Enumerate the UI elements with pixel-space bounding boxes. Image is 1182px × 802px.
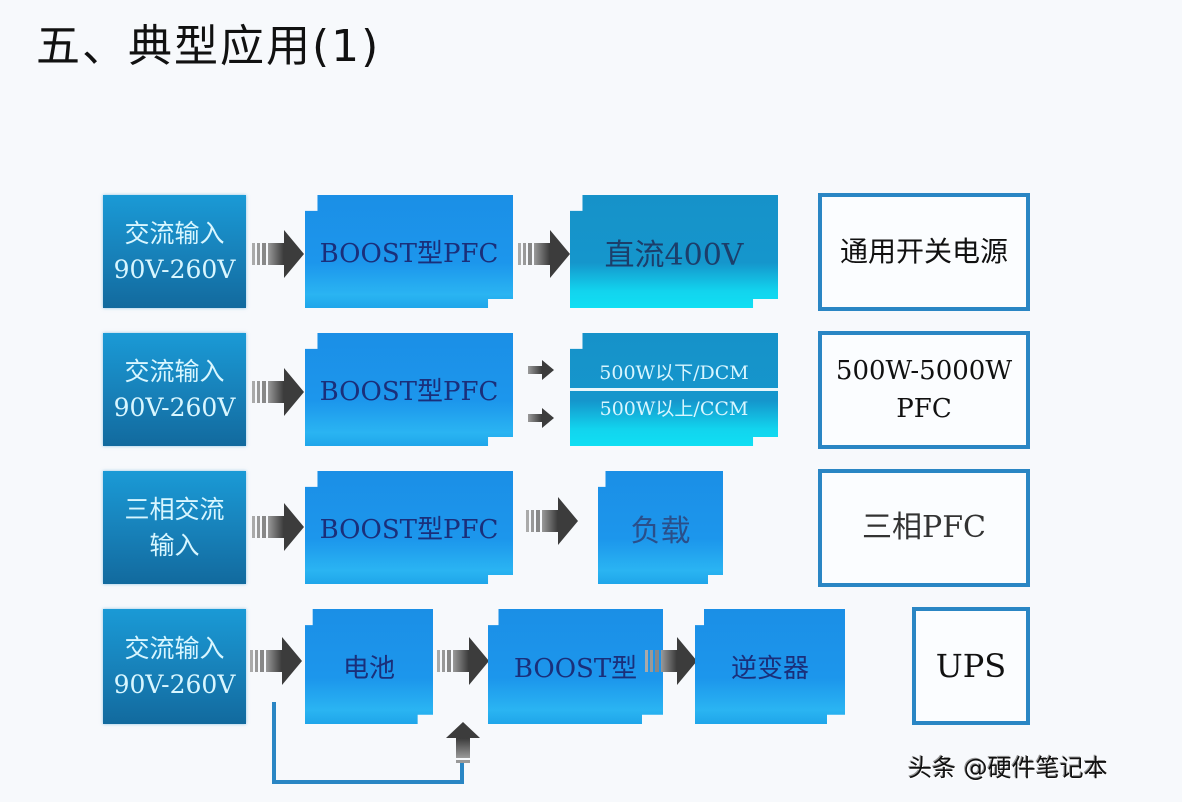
row4-battery-box: 电池	[305, 609, 433, 724]
right-arrow-icon	[252, 503, 304, 551]
row3-input-line2: 输入	[149, 530, 200, 560]
row3-boost-pfc-box: BOOST型PFC	[305, 471, 513, 584]
row1-boost-pfc-box: BOOST型PFC	[305, 195, 513, 308]
row2-mode-box: 500W以下/DCM 500W以上/CCM	[570, 333, 778, 446]
row1-input-line2: 90V-260V	[113, 254, 236, 284]
mode-divider	[570, 388, 778, 391]
row4-application-box: UPS	[912, 607, 1030, 725]
up-arrow-icon	[446, 722, 480, 763]
row2-application-box: 500W-5000W PFC	[818, 331, 1030, 449]
row2-input-box: 交流输入 90V-260V	[103, 333, 246, 446]
row4-output-label: 逆变器	[730, 654, 809, 684]
right-arrow-icon	[518, 230, 570, 278]
row4-boost-box: BOOST型	[488, 609, 663, 724]
mode-ccm: 500W以上/CCM	[570, 391, 778, 446]
small-right-arrow-icon	[528, 360, 554, 380]
row3-load-box: 负载	[598, 471, 723, 584]
mode-dcm: 500W以下/DCM	[570, 333, 778, 388]
row3-application-box: 三相PFC	[818, 469, 1030, 587]
right-arrow-icon	[437, 637, 489, 685]
row4-application-label: UPS	[935, 647, 1007, 685]
right-arrow-icon	[645, 637, 697, 685]
row2-application-line1: 500W-5000W	[835, 356, 1013, 386]
right-arrow-icon	[252, 368, 304, 416]
row2-input-line2: 90V-260V	[113, 392, 236, 422]
row4-battery-label: 电池	[342, 654, 395, 684]
row4-inverter-box: 逆变器	[695, 609, 845, 724]
row4-process-label: BOOST型	[513, 654, 638, 684]
row1-application-label: 通用开关电源	[839, 235, 1008, 268]
row3-output-label: 负载	[630, 513, 691, 549]
bypass-line	[272, 702, 464, 784]
row1-dc400v-box: 直流400V	[570, 195, 778, 308]
right-arrow-icon	[250, 637, 302, 685]
right-arrow-icon	[526, 497, 578, 545]
row2-process-label: BOOST型PFC	[319, 377, 499, 407]
page-title: 五、典型应用(1)	[36, 21, 381, 72]
row1-input-line1: 交流输入	[124, 218, 225, 248]
row3-input-line1: 三相交流	[124, 494, 225, 524]
row2-application-line2: PFC	[896, 394, 952, 424]
row4-input-line1: 交流输入	[124, 633, 225, 663]
row2-input-line1: 交流输入	[124, 356, 225, 386]
mode-dcm-label: 500W以下/DCM	[599, 362, 749, 385]
row1-process-label: BOOST型PFC	[319, 239, 499, 269]
row3-process-label: BOOST型PFC	[319, 515, 499, 545]
row4-input-box: 交流输入 90V-260V	[103, 609, 246, 724]
row1-output-label: 直流400V	[604, 237, 744, 273]
right-arrow-icon	[252, 230, 304, 278]
row4-input-line2: 90V-260V	[113, 669, 236, 699]
row3-application-label: 三相PFC	[862, 510, 986, 545]
row2-boost-pfc-box: BOOST型PFC	[305, 333, 513, 446]
watermark: 头条 @硬件笔记本	[908, 754, 1108, 782]
small-right-arrow-icon	[528, 408, 554, 428]
row1-application-box: 通用开关电源	[818, 193, 1030, 311]
row1-input-box: 交流输入 90V-260V	[103, 195, 246, 308]
mode-ccm-label: 500W以上/CCM	[599, 397, 749, 420]
row3-input-box: 三相交流 输入	[103, 471, 246, 584]
